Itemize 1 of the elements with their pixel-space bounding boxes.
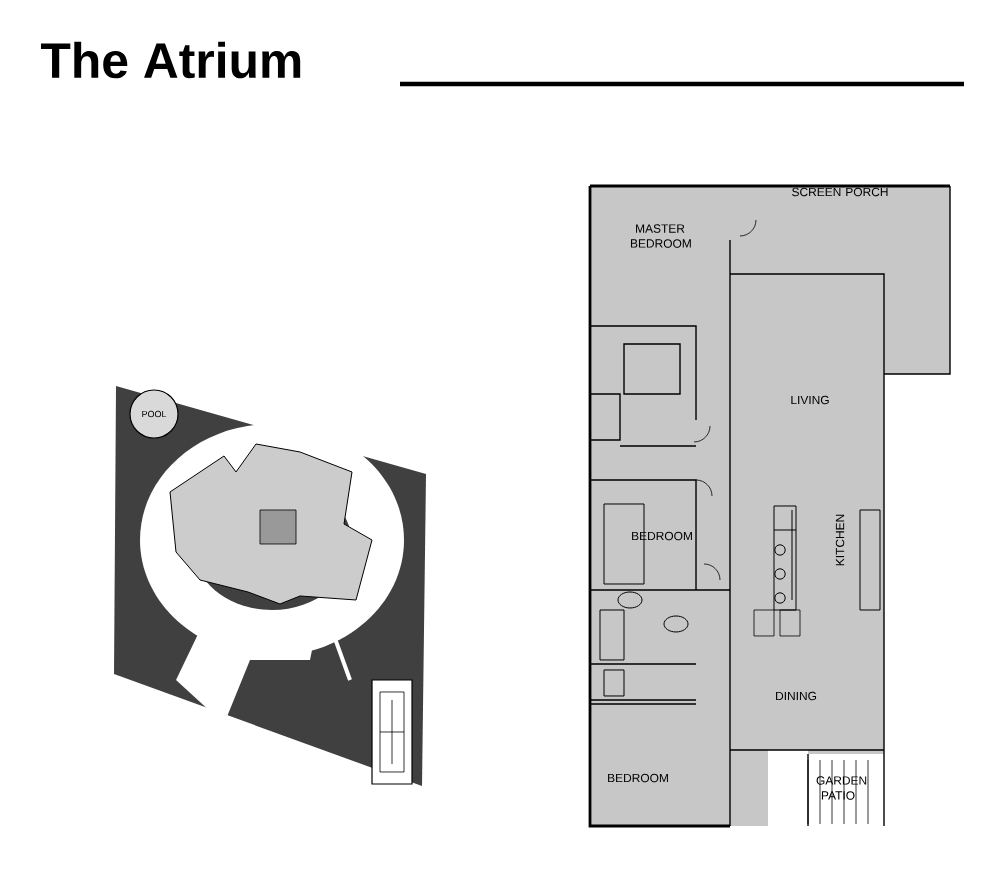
title: The Atrium: [41, 41, 301, 79]
